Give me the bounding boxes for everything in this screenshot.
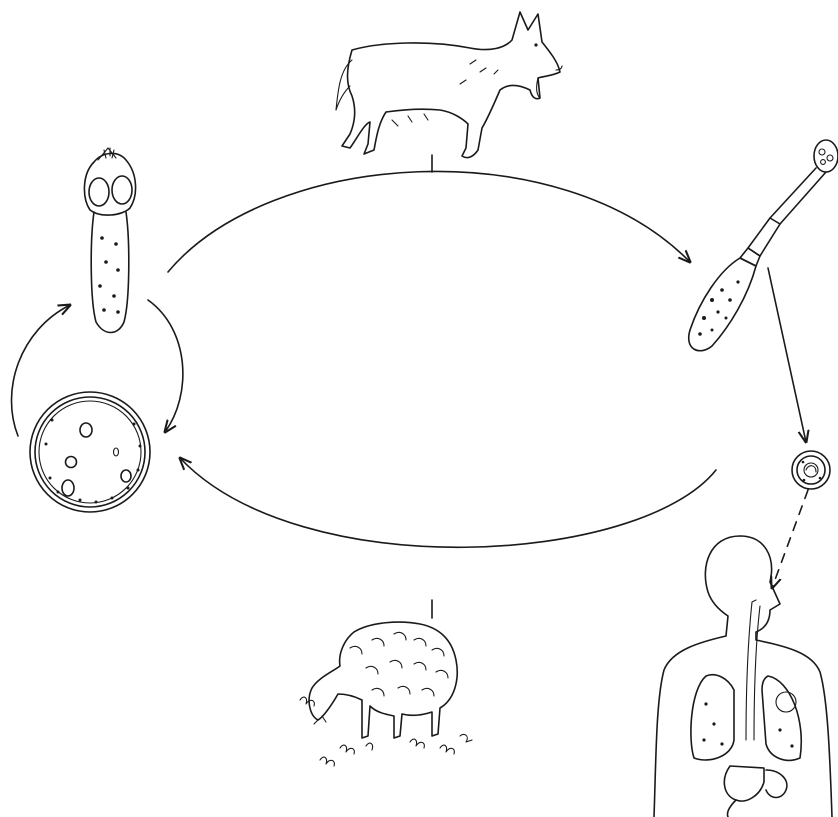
protoscolex-granules [98,236,120,314]
arrow-cyst-to-protoscolex [11,305,70,436]
germinal-layer-dots [45,419,142,504]
lung-cysts [702,702,793,747]
egg-icon [792,451,830,489]
dog-icon [336,12,562,158]
human-organs-icon [654,536,832,817]
hydatid-cyst-icon [30,392,150,512]
arrow-tapeworm-to-egg [768,268,806,442]
protoscolex-icon [84,148,135,333]
tapeworm-icon [689,140,838,351]
tapeworm-eggs [698,280,739,335]
brood-capsules [62,423,131,496]
arrow-dog-to-tapeworm [168,171,690,272]
arrow-egg-to-human-dashed [772,490,808,588]
sheep-icon [300,622,472,766]
arrow-protoscolex-to-cyst [148,300,183,432]
arrows [11,155,808,618]
arrow-sheep-to-cyst [180,458,716,547]
